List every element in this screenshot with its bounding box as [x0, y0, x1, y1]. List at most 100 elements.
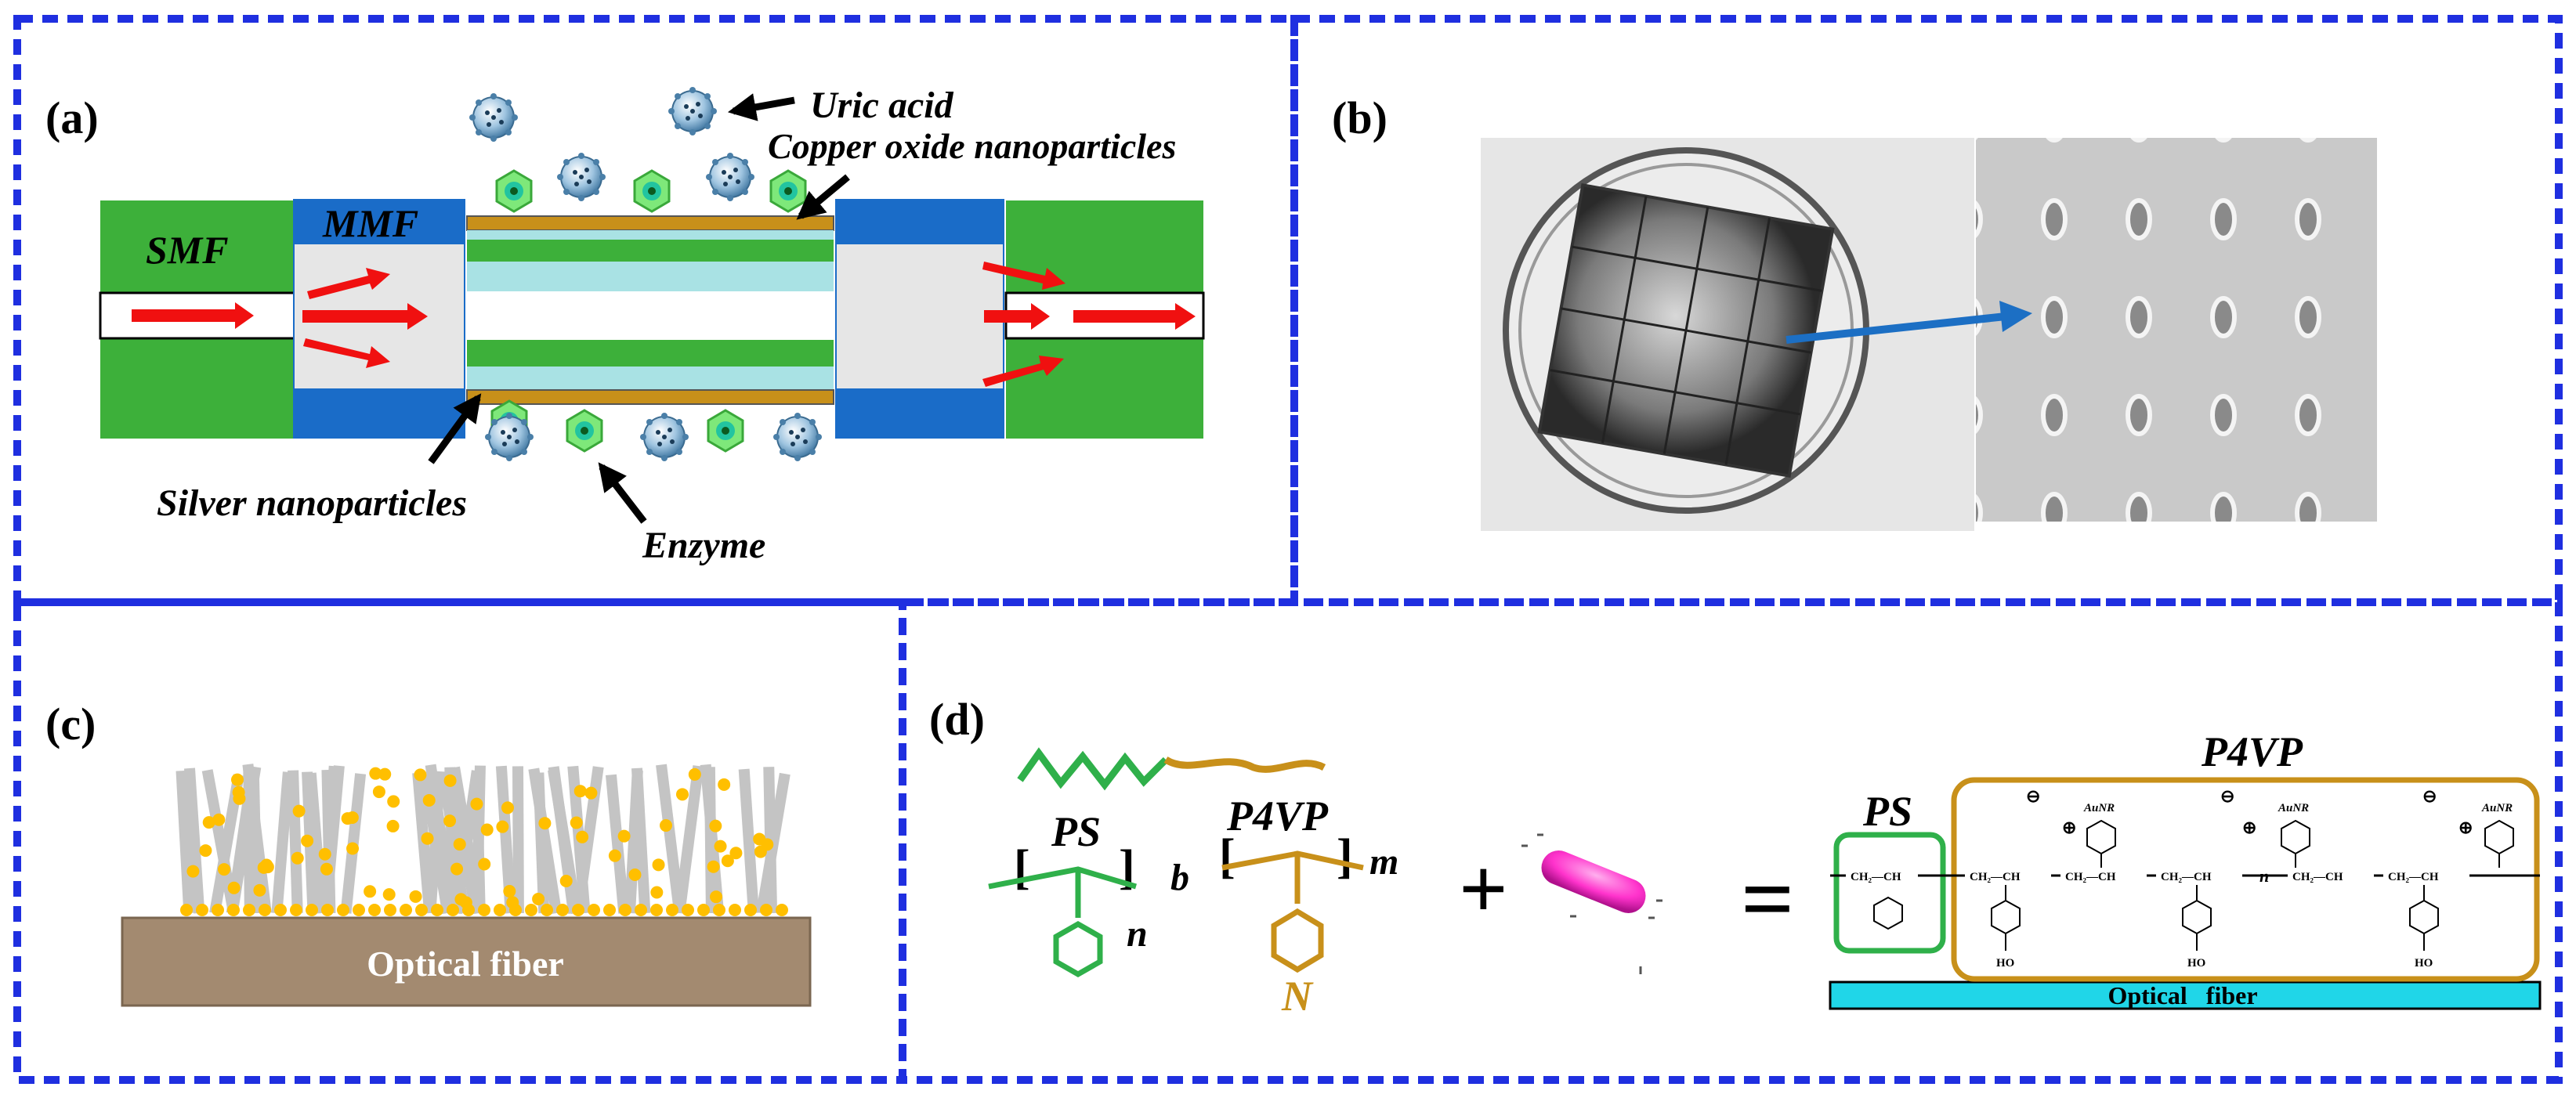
- minus-charge-2: ⊖: [2220, 786, 2234, 806]
- gold-nanoparticle: [478, 858, 491, 871]
- p4vp-box: [1951, 777, 2540, 982]
- mmf-label: MMF: [322, 201, 418, 245]
- p4vp-unit-text-4: CH₂—CH: [2292, 871, 2343, 883]
- nanorod: [183, 767, 205, 914]
- gold-nanoparticle: [227, 881, 241, 894]
- uric-acid-particle: [469, 92, 519, 143]
- gold-nanoparticle: [697, 904, 710, 916]
- gold-nanoparticle: [415, 904, 428, 916]
- gold-nanoparticle: [501, 801, 514, 814]
- gold-nanoparticle: [603, 904, 616, 916]
- optical-fiber-bar-label: Optical fiber: [2107, 981, 2257, 1009]
- gold-nanoparticle: [650, 904, 663, 916]
- gold-nanoparticle: [301, 834, 314, 847]
- svg-text:[: [: [1219, 830, 1236, 883]
- gold-nanoparticle: [369, 767, 382, 780]
- gold-nanoparticle: [321, 904, 334, 916]
- p4vp-unit-text-3: CH₂—CH: [2161, 871, 2212, 883]
- gold-nanoparticle: [346, 842, 360, 855]
- aunr-label-3: AuNR: [2481, 802, 2513, 814]
- aunr-label-2: AuNR: [2278, 802, 2309, 814]
- gold-nanoparticle: [478, 904, 490, 916]
- ps-box: [1833, 832, 1946, 954]
- aunr-label-1: AuNR: [2083, 802, 2115, 814]
- enzyme-particle: [633, 169, 671, 213]
- nanorod: [700, 764, 725, 914]
- gold-nanoparticle: [650, 886, 664, 899]
- svg-text:]: ]: [1337, 830, 1353, 883]
- gold-nanoparticle: [243, 904, 255, 916]
- gold-nanoparticle: [570, 816, 583, 829]
- p4vp-unit-text-1: CH₂—CH: [1970, 871, 2021, 883]
- gold-nanoparticle: [707, 860, 720, 873]
- gold-nanoparticle: [291, 851, 304, 865]
- sensor-cyan-1: [467, 262, 834, 291]
- gold-nanoparticle: [721, 854, 734, 868]
- gold-nanoparticle: [422, 793, 436, 807]
- panel-b: (b): [1332, 92, 2377, 531]
- gold-nanoparticle: [447, 904, 459, 916]
- gold-nanoparticle: [503, 885, 516, 898]
- nanorod: [512, 766, 524, 914]
- enzyme-label: Enzyme: [642, 525, 765, 566]
- ps-unit-text: CH₂—CH: [1851, 871, 1901, 883]
- gold-nanoparticle: [619, 904, 631, 916]
- sensor-bottom-green: [467, 340, 834, 367]
- nanorod: [175, 770, 195, 914]
- block-copolymer-chain: [1017, 747, 1169, 791]
- gold-nanoparticle: [718, 778, 731, 791]
- nanorod: [606, 774, 630, 914]
- gold-nanoparticle: [608, 849, 621, 862]
- gold-nanoparticle: [480, 823, 494, 836]
- optical-fiber-bar: [1829, 980, 2542, 1010]
- nitrogen-label: N: [1281, 973, 1314, 1020]
- gold-nanoparticle: [453, 838, 466, 851]
- gold-nanoparticle: [443, 814, 457, 828]
- gold-nanoparticle: [180, 904, 193, 916]
- plus-charge-1: ⊕: [2062, 818, 2076, 837]
- gold-nanoparticle: [202, 816, 215, 829]
- gold-nanoparticle: [714, 840, 727, 853]
- gold-nanoparticle: [372, 785, 385, 799]
- gold-nanoparticle: [212, 904, 224, 916]
- p4vp-unit-text-2: CH₂—CH: [2065, 871, 2116, 883]
- plus-charge-2: ⊕: [2242, 818, 2256, 837]
- gold-nanoparticle: [364, 885, 377, 898]
- p4vp-right-label: P4VP: [2201, 728, 2303, 775]
- nanorod: [528, 767, 563, 915]
- gold-nanoparticle: [541, 904, 553, 916]
- gold-nanoparticle: [659, 819, 672, 832]
- ho-label-3: HO: [2415, 957, 2433, 970]
- gold-nanoparticle: [400, 904, 412, 916]
- ps-right-label: PS: [1862, 788, 1912, 835]
- nanorod: [674, 765, 704, 914]
- gold-nanoparticle: [509, 904, 522, 916]
- gold-nanoparticle: [409, 890, 422, 903]
- gold-nanoparticle: [353, 904, 365, 916]
- gold-nanoparticle: [318, 847, 331, 861]
- n-sub-label: n: [2259, 866, 2269, 886]
- gold-nanoparticle: [628, 868, 642, 882]
- gold-nanoparticle: [382, 888, 396, 901]
- smf-label: SMF: [146, 228, 229, 272]
- gold-nanoparticle: [212, 813, 226, 826]
- mmf-right-core: [837, 244, 1003, 388]
- uric-acid-particle: [639, 412, 689, 462]
- nanorod: [288, 770, 303, 914]
- p4vp-label: P4VP: [1226, 793, 1329, 840]
- gold-nanoparticle: [635, 904, 647, 916]
- gold-nanoparticle: [617, 829, 631, 843]
- p4vp-unit-text-5: CH₂—CH: [2388, 871, 2439, 883]
- gold-nanoparticle: [384, 904, 396, 916]
- sensor-cyan-2: [467, 367, 834, 390]
- gold-nanoparticle: [532, 893, 545, 906]
- uric-acid-particle: [556, 152, 606, 202]
- ho-label-2: HO: [2187, 957, 2205, 970]
- gold-nanoparticle: [306, 904, 318, 916]
- gold-nanoparticle: [470, 797, 483, 811]
- gold-nanoparticle: [709, 819, 722, 832]
- gold-nanoparticle: [227, 904, 240, 916]
- gold-nanoparticle: [713, 904, 725, 916]
- zoom-arrow: [1785, 312, 2006, 344]
- gold-nanoparticle: [496, 820, 509, 833]
